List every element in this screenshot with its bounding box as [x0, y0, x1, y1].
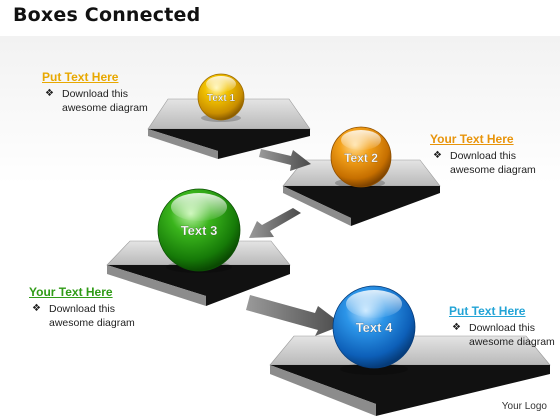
page-title: Boxes Connected [13, 4, 201, 26]
heading-4: Put Text Here [449, 304, 526, 318]
platform-4 [269, 335, 551, 416]
bullet-text-4: Download this awesome diagram [469, 322, 555, 348]
bullet-text-2: Download this awesome diagram [450, 150, 536, 176]
heading-3: Your Text Here [29, 285, 113, 299]
arrow-3-to-4 [246, 295, 343, 336]
sphere-label-3: Text 3 [181, 223, 218, 238]
sphere-label-4: Text 4 [356, 320, 393, 335]
bullet-3: ❖ Download this awesome diagram [29, 302, 144, 330]
bullet-text-3: Download this awesome diagram [49, 303, 135, 329]
heading-2: Your Text Here [430, 132, 514, 146]
arrow-1-to-2 [259, 149, 311, 171]
text-block-3: Your Text Here ❖ Download this awesome d… [29, 285, 144, 330]
bullet-1: ❖ Download this awesome diagram [42, 87, 157, 115]
sphere-4: Text 4 [332, 285, 416, 375]
diamond-bullet-icon: ❖ [32, 303, 41, 314]
sphere-3: Text 3 [157, 188, 241, 273]
diamond-bullet-icon: ❖ [45, 88, 54, 99]
bullet-text-1: Download this awesome diagram [62, 88, 148, 114]
diamond-bullet-icon: ❖ [452, 322, 461, 333]
heading-1: Put Text Here [42, 70, 119, 84]
bullet-2: ❖ Download this awesome diagram [430, 149, 545, 177]
bullet-4: ❖ Download this awesome diagram [449, 321, 560, 349]
text-block-4: Put Text Here ❖ Download this awesome di… [449, 304, 560, 349]
sphere-label-1: Text 1 [207, 93, 236, 104]
diamond-bullet-icon: ❖ [433, 150, 442, 161]
sphere-1: Text 1 [197, 73, 245, 122]
sphere-label-2: Text 2 [344, 151, 378, 165]
text-block-1: Put Text Here ❖ Download this awesome di… [42, 70, 157, 115]
sphere-2: Text 2 [330, 126, 392, 188]
footer-logo: Your Logo [501, 401, 547, 412]
text-block-2: Your Text Here ❖ Download this awesome d… [430, 132, 545, 177]
arrow-2-to-3 [249, 208, 301, 238]
